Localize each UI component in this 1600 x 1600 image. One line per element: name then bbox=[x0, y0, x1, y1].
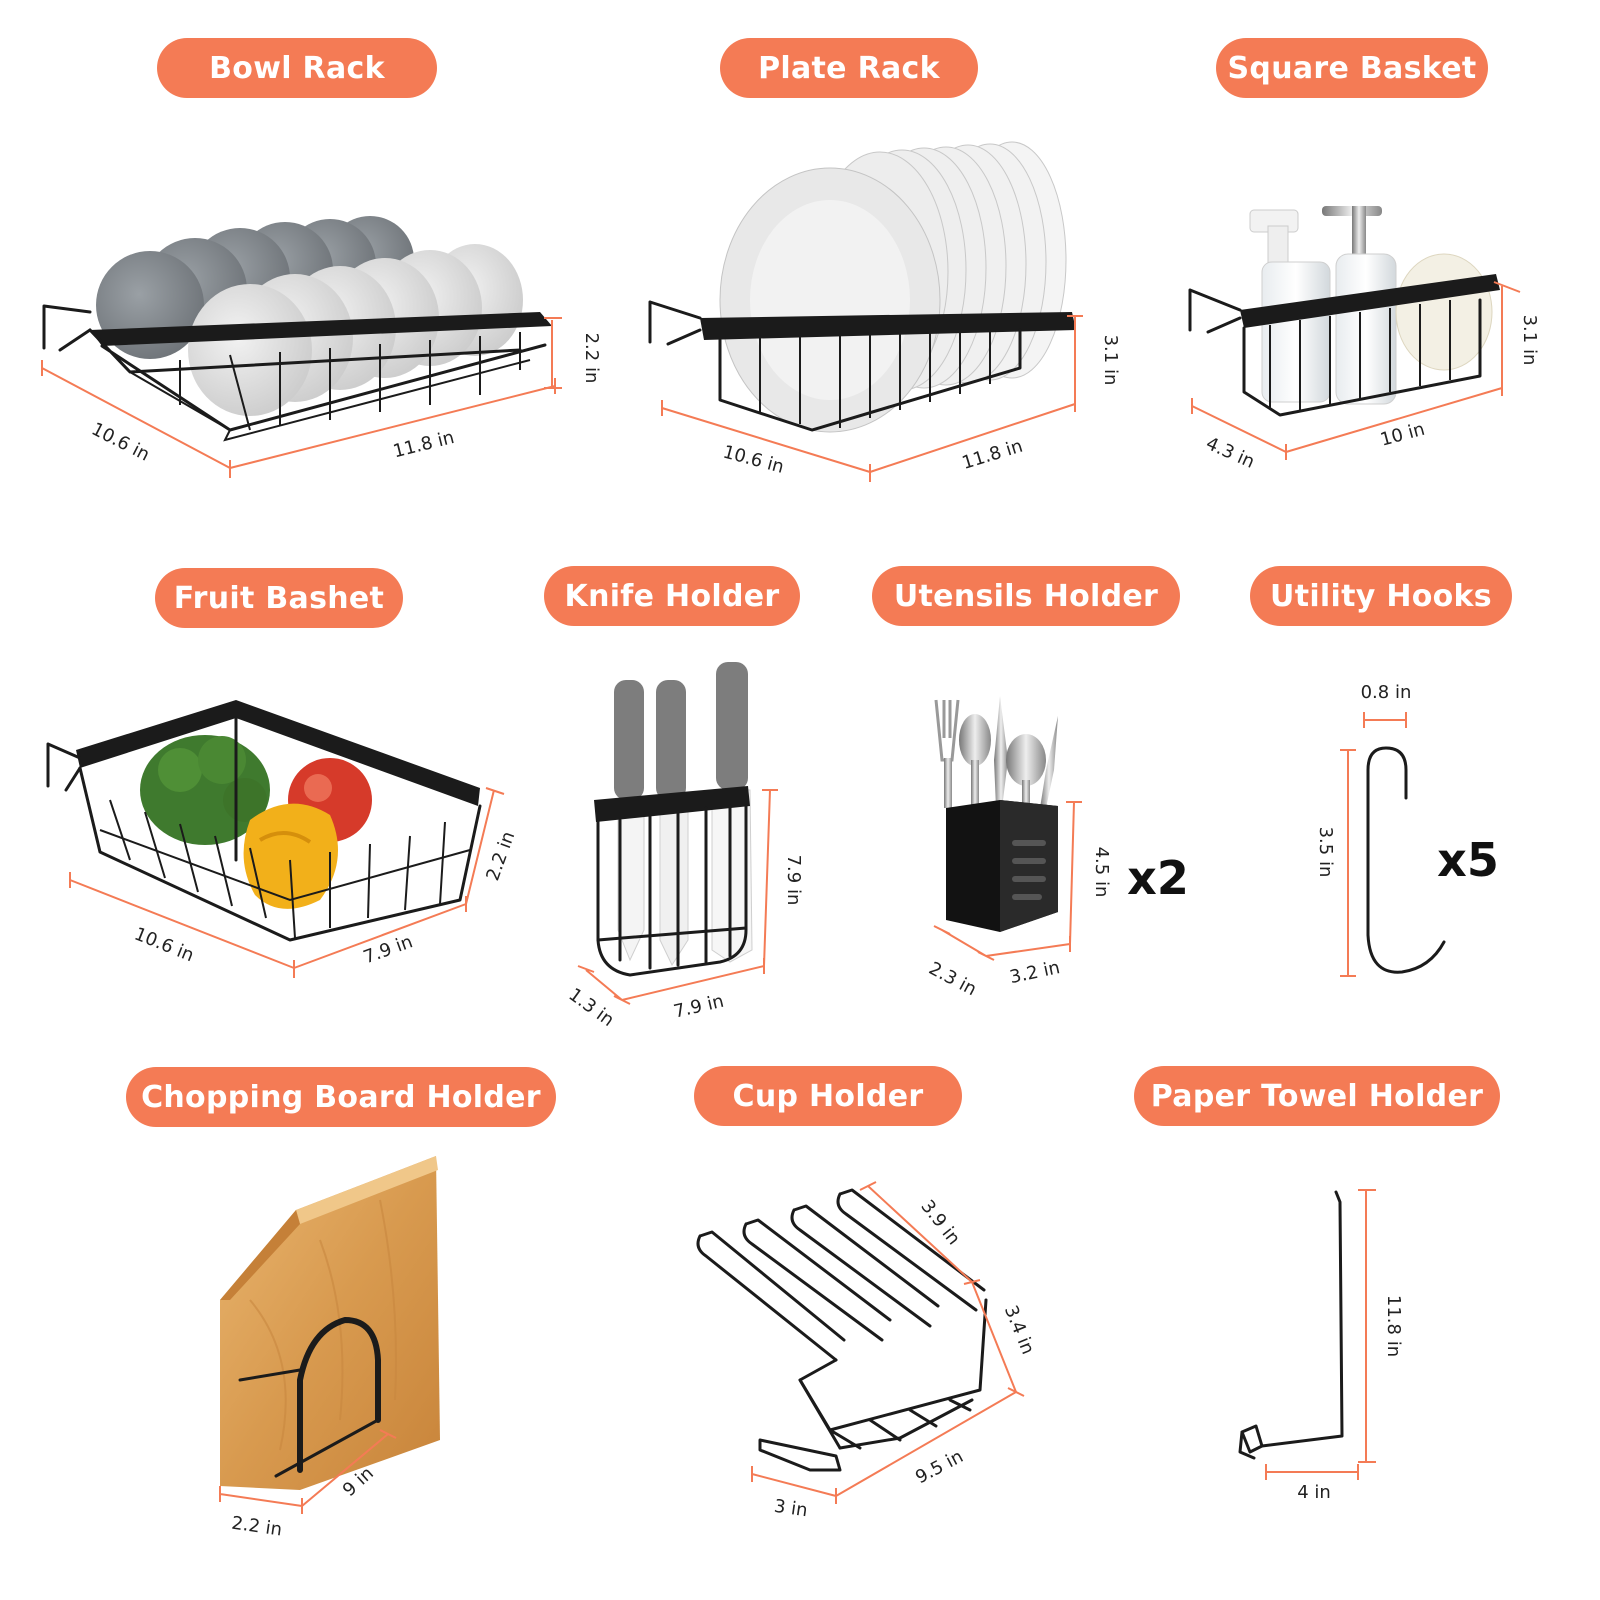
cup-holder-title: Cup Holder bbox=[694, 1066, 962, 1126]
knives bbox=[614, 662, 753, 967]
fruit-basket-height: 2.2 in bbox=[482, 829, 519, 884]
knife-holder-height: 7.9 in bbox=[783, 855, 804, 906]
bowl-rack-illustration: 10.6 in 11.8 in 2.2 in bbox=[41, 216, 602, 478]
chopping-board-depth: 2.2 in bbox=[230, 1513, 283, 1541]
utensils-holder-width: 3.2 in bbox=[1008, 957, 1062, 988]
plate-rack-dimension-lines bbox=[661, 315, 1083, 482]
board-stand bbox=[238, 1317, 381, 1478]
fruit-basket-illustration: 10.6 in 7.9 in 2.2 in bbox=[46, 700, 519, 978]
plate-rack-illustration: 10.6 in 11.8 in 3.1 in bbox=[648, 141, 1121, 482]
cup-holder-frame bbox=[696, 1188, 988, 1472]
s-hook bbox=[1366, 746, 1446, 974]
paper-towel-illustration: 11.8 in 4 in bbox=[1238, 1189, 1404, 1503]
cup-holder-illustration: 3.9 in 3.4 in 9.5 in 3 in bbox=[696, 1181, 1038, 1521]
wooden-board bbox=[220, 1156, 440, 1490]
utensils-holder-title: Utensils Holder bbox=[872, 566, 1180, 626]
utensils-holder-quantity: x2 bbox=[1127, 851, 1189, 905]
fruit-basket-depth: 10.6 in bbox=[131, 924, 197, 967]
square-basket-title: Square Basket bbox=[1216, 38, 1488, 98]
utensils-holder-illustration: 2.3 in 3.2 in 4.5 in x2 bbox=[925, 696, 1189, 1000]
square-basket-depth: 4.3 in bbox=[1203, 433, 1258, 473]
knife-holder-title: Knife Holder bbox=[544, 566, 800, 626]
bowl-rack-height: 2.2 in bbox=[581, 333, 602, 384]
paper-towel-height: 11.8 in bbox=[1383, 1295, 1404, 1357]
fruit-basket-dimension-lines bbox=[69, 787, 505, 978]
fruit-basket-frame bbox=[46, 700, 482, 942]
bowl-rack-width: 11.8 in bbox=[391, 427, 456, 462]
bowl-rack-dimension-lines bbox=[41, 317, 562, 478]
plate-rack-frame bbox=[648, 300, 1076, 432]
utensils-holder-depth: 2.3 in bbox=[925, 958, 980, 1000]
towel-holder-wire bbox=[1260, 1190, 1344, 1448]
bowl-rack-frame bbox=[42, 304, 552, 442]
cup-holder-length: 9.5 in bbox=[912, 1446, 967, 1488]
square-basket-illustration: 4.3 in 10 in 3.1 in bbox=[1188, 206, 1540, 473]
plates bbox=[719, 141, 1067, 433]
paper-towel-holder-title: Paper Towel Holder bbox=[1134, 1066, 1500, 1126]
utensils-holder-height: 4.5 in bbox=[1091, 847, 1112, 898]
chopping-board-dimension-lines bbox=[219, 1429, 397, 1514]
plate-rack-depth: 10.6 in bbox=[721, 441, 787, 477]
vegetables bbox=[140, 735, 372, 909]
plate-rack-height: 3.1 in bbox=[1100, 335, 1121, 386]
fruit-basket-title: Fruit Bashet bbox=[155, 568, 403, 628]
cup-holder-dimension-lines bbox=[751, 1181, 1025, 1504]
plate-rack-width: 11.8 in bbox=[960, 436, 1026, 474]
bowl-rack-title: Bowl Rack bbox=[157, 38, 437, 98]
utility-hooks-illustration: 0.8 in 3.5 in x5 bbox=[1315, 682, 1499, 977]
plate-rack-title: Plate Rack bbox=[720, 38, 978, 98]
chopping-board-illustration: 2.2 in 9 in bbox=[219, 1156, 440, 1541]
cutlery bbox=[934, 696, 1058, 808]
paper-towel-dimension-lines bbox=[1265, 1189, 1376, 1480]
square-basket-dimension-lines bbox=[1191, 281, 1521, 460]
chopping-board-holder-title: Chopping Board Holder bbox=[126, 1067, 556, 1127]
utility-hook-height: 3.5 in bbox=[1315, 827, 1336, 878]
cup-holder-height: 3.4 in bbox=[1000, 1302, 1038, 1357]
cup-holder-width: 3 in bbox=[773, 1496, 809, 1521]
square-basket-height: 3.1 in bbox=[1519, 315, 1540, 366]
utility-hook-width: 0.8 in bbox=[1361, 682, 1412, 703]
fruit-basket-width: 7.9 in bbox=[361, 931, 416, 968]
square-basket-frame bbox=[1188, 274, 1500, 417]
knife-holder-width: 7.9 in bbox=[672, 991, 726, 1023]
knife-holder-illustration: 1.3 in 7.9 in 7.9 in bbox=[565, 662, 804, 1031]
utility-hooks-quantity: x5 bbox=[1437, 833, 1499, 887]
knife-holder-dimension-lines bbox=[577, 789, 778, 1005]
utensils-cup bbox=[946, 800, 1058, 932]
utility-hooks-dimension-lines bbox=[1340, 712, 1407, 977]
paper-towel-width: 4 in bbox=[1297, 1482, 1331, 1503]
bowl-rack-depth: 10.6 in bbox=[88, 419, 153, 466]
knife-holder-frame bbox=[594, 786, 750, 977]
cup-holder-depth: 3.9 in bbox=[916, 1196, 964, 1249]
utensils-holder-dimension-lines bbox=[933, 801, 1082, 961]
utility-hooks-title: Utility Hooks bbox=[1250, 566, 1512, 626]
